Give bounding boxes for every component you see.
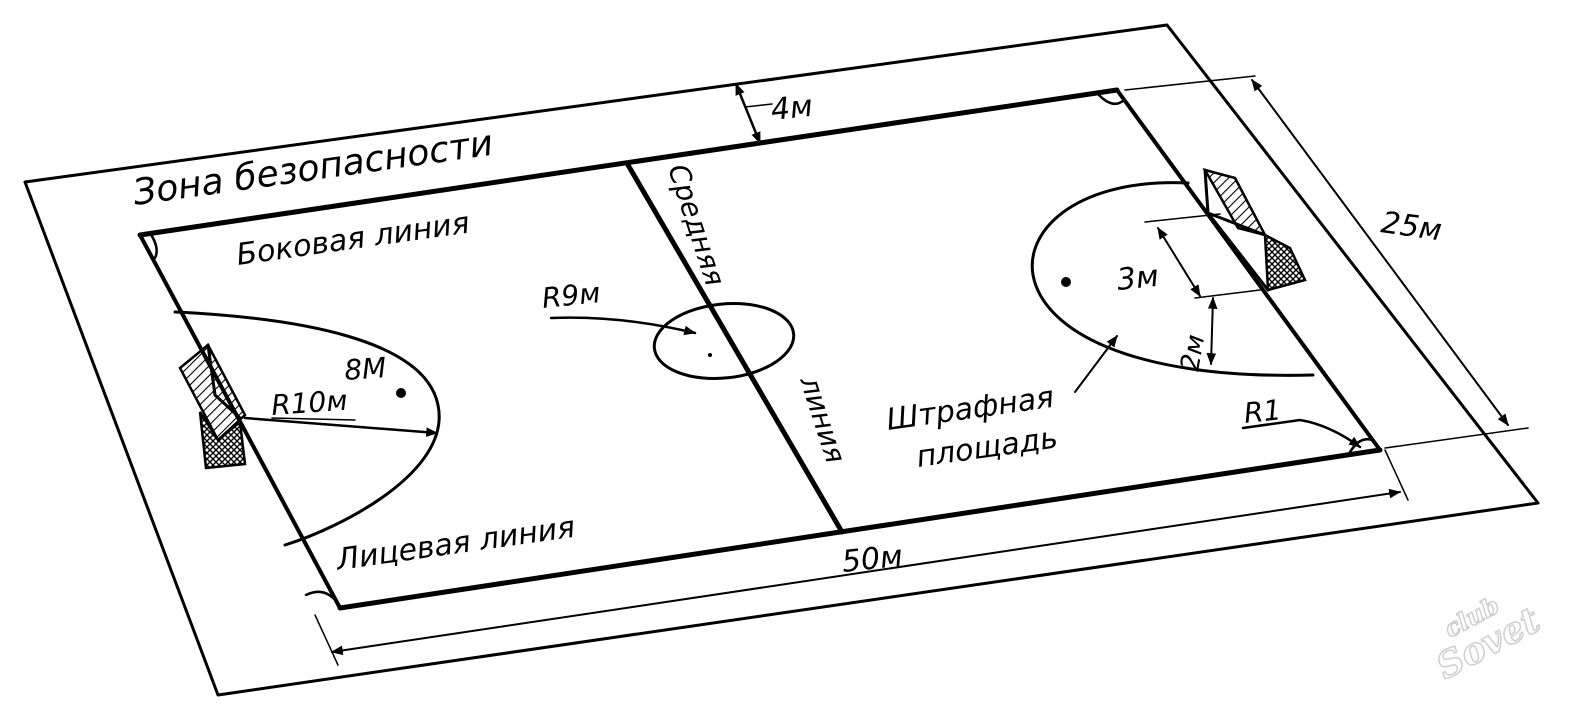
center-circle bbox=[652, 301, 796, 381]
middle-line-label-part2: линия bbox=[793, 371, 852, 467]
safety-zone-label: Зона безопасности bbox=[131, 123, 496, 214]
field-width-extension-top bbox=[1124, 75, 1256, 91]
field-width-dimension-arrow bbox=[1251, 79, 1509, 426]
goal-width-dimension-arrow bbox=[1157, 226, 1201, 298]
goal-line-label: Лицевая линия bbox=[333, 510, 577, 578]
safety-zone-width-label: 4м bbox=[769, 89, 814, 128]
center-radius-leader bbox=[549, 316, 697, 336]
penalty-spot-right bbox=[1061, 277, 1071, 287]
goal-width-extension-bottom bbox=[1194, 289, 1261, 299]
goal-height-dimension-arrow bbox=[1206, 296, 1218, 366]
corner-radius-label: R1 bbox=[1242, 393, 1283, 430]
penalty-spot-distance-label: 8М bbox=[343, 351, 387, 387]
side-line-top bbox=[137, 87, 1120, 238]
field-length-extension-right bbox=[1384, 449, 1409, 501]
goal-height-label: 2м bbox=[1175, 332, 1211, 373]
field-length-label: 50м bbox=[840, 539, 904, 580]
corner-radius-leader bbox=[1241, 418, 1362, 449]
penalty-radius-underline bbox=[271, 417, 356, 421]
goal-width-label: 3м bbox=[1115, 259, 1160, 298]
penalty-spot-left bbox=[396, 388, 406, 398]
penalty-radius-label: R10м bbox=[270, 384, 348, 422]
safety-zone-border bbox=[23, 23, 1540, 697]
field-width-label: 25м bbox=[1379, 205, 1444, 248]
penalty-area-right bbox=[1030, 181, 1315, 377]
safety-zone-dimension-arrow bbox=[734, 82, 762, 145]
middle-line-label-part1: Средняя bbox=[661, 160, 731, 290]
penalty-area-leader bbox=[1074, 335, 1118, 393]
safety-zone-leader bbox=[744, 103, 773, 108]
middle-line bbox=[625, 162, 845, 535]
goal-left-icon bbox=[178, 343, 247, 470]
corner-arc-top-left bbox=[148, 231, 158, 260]
goal-width-extension-top bbox=[1144, 213, 1221, 223]
field-length-extension-left bbox=[314, 614, 339, 666]
center-radius-label: R9м bbox=[540, 276, 602, 315]
goal-right-icon bbox=[1202, 168, 1307, 292]
field-length-dimension-arrow bbox=[330, 488, 1402, 656]
watermark-logo: club Sovet bbox=[1429, 590, 1548, 689]
corner-arc-bottom-left bbox=[304, 590, 342, 608]
corner-arc-top-right bbox=[1096, 92, 1126, 106]
field-width-extension-bottom bbox=[1384, 427, 1529, 449]
center-spot bbox=[708, 353, 712, 357]
penalty-radius-arrow bbox=[243, 416, 439, 437]
